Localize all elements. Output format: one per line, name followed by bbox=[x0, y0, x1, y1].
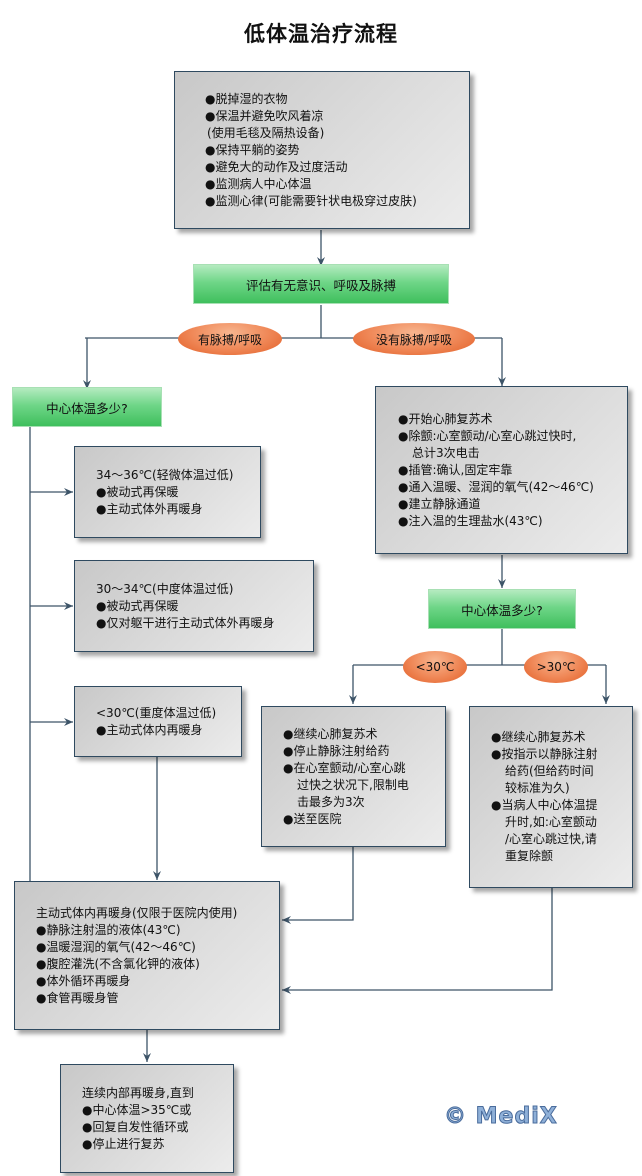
box-line: ●回复自发性循环或 bbox=[82, 1119, 189, 1134]
step-line: (使用毛毯及隔热设备) bbox=[207, 125, 325, 140]
box-line: ●注入温的生理盐水(43℃) bbox=[398, 513, 543, 528]
box-line: ●主动式体内再暖身 bbox=[96, 722, 203, 737]
box-line: ●继续心肺复苏术 bbox=[491, 730, 586, 744]
box-line: ●被动式再保暖 bbox=[96, 598, 179, 613]
box-line: 主动式体内再暖身(仅限于医院内使用) bbox=[36, 905, 238, 920]
cpr-box: ●开始心肺复苏术 ●除颤:心室颤动/心室心跳过快时, 总计3次电击 ●插管:确认… bbox=[375, 386, 628, 554]
box-line: ●通入温暖、湿润的氧气(42～46℃) bbox=[398, 479, 594, 494]
medix-watermark-logo: © MediX bbox=[444, 1104, 558, 1130]
step-line: ●保温并避免吹风着凉 bbox=[205, 108, 324, 123]
below-30-actions-box: ●继续心肺复苏术 ●停止静脉注射给药 ●在心室颤动/心室心跳 过快之状况下,限制… bbox=[261, 706, 446, 847]
box-line: 击最多为3次 bbox=[297, 794, 365, 809]
box-line: ●仅对躯干进行主动式体外再暖身 bbox=[96, 615, 275, 630]
box-line: 总计3次电击 bbox=[412, 445, 480, 460]
box-line: ●静脉注射温的液体(43℃) bbox=[36, 922, 181, 937]
connector-below30-to-internal bbox=[282, 847, 354, 924]
step-line: ●保持平躺的姿势 bbox=[205, 142, 300, 157]
box-line: ●食管再暖身管 bbox=[36, 990, 119, 1005]
box-line: 升时,如:心室颤动 bbox=[505, 815, 597, 829]
box-line: 较标准为久) bbox=[505, 781, 570, 795]
box-line: ●在心室颤动/心室心跳 bbox=[283, 760, 406, 775]
box-line: ●插管:确认,固定牢靠 bbox=[398, 462, 513, 477]
box-line: 34～36℃(轻微体温过低) bbox=[96, 467, 234, 482]
step-line: ●脱掉湿的衣物 bbox=[205, 91, 288, 106]
moderate-hypothermia-box: 30～34℃(中度体温过低) ●被动式再保暖 ●仅对躯干进行主动式体外再暖身 bbox=[74, 560, 314, 652]
box-line: /心室心跳过快,请 bbox=[505, 832, 597, 846]
box-line: ●停止静脉注射给药 bbox=[283, 743, 390, 758]
severe-hypothermia-box: <30℃(重度体温过低) ●主动式体内再暖身 bbox=[74, 686, 242, 757]
initial-steps-box: ●脱掉湿的衣物 ●保温并避免吹风着凉 (使用毛毯及隔热设备) ●保持平躺的姿势 … bbox=[174, 71, 470, 229]
step-line: ●监测心律(可能需要针状电极穿过皮肤) bbox=[205, 193, 417, 208]
box-line: ●被动式再保暖 bbox=[96, 484, 179, 499]
core-temp-left-node: 中心体温多少? bbox=[12, 387, 162, 427]
box-line: 过快之状况下,限制电 bbox=[297, 777, 409, 792]
mild-hypothermia-box: 34～36℃(轻微体温过低) ●被动式再保暖 ●主动式体外再暖身 bbox=[74, 446, 261, 538]
box-line: ●按指示以静脉注射 bbox=[491, 747, 598, 761]
box-line: ●送至医院 bbox=[283, 811, 342, 826]
connector-above30-to-internal bbox=[282, 888, 553, 994]
box-line: ●腹腔灌洗(不含氯化钾的液体) bbox=[36, 956, 200, 971]
continue-rewarming-box: 连续内部再暖身,直到 ●中心体温>35℃或 ●回复自发性循环或 ●停止进行复苏 bbox=[60, 1064, 234, 1173]
core-temp-right-node: 中心体温多少? bbox=[428, 589, 576, 629]
box-line: 给药(但给药时间 bbox=[505, 764, 594, 778]
page-title: 低体温治疗流程 bbox=[244, 22, 398, 46]
above-30-actions-box: ●继续心肺复苏术 ●按指示以静脉注射 给药(但给药时间 较标准为久) ●当病人中… bbox=[469, 706, 633, 888]
box-line: 30～34℃(中度体温过低) bbox=[96, 581, 234, 596]
branch-no-pulse-label: 没有脉搏/呼吸 bbox=[353, 323, 475, 355]
box-line: ●建立静脉通道 bbox=[398, 496, 481, 511]
branch-pulse-label: 有脉搏/呼吸 bbox=[178, 323, 282, 355]
box-line: <30℃(重度体温过低) bbox=[96, 705, 217, 720]
assess-node: 评估有无意识、呼吸及脉搏 bbox=[193, 264, 449, 304]
box-line: 重复除颤 bbox=[505, 849, 554, 863]
box-line: ●当病人中心体温提 bbox=[491, 798, 598, 812]
box-line: ●体外循环再暖身 bbox=[36, 973, 131, 988]
branch-below-30-label: <30℃ bbox=[403, 651, 467, 683]
box-line: ●停止进行复苏 bbox=[82, 1136, 165, 1151]
box-line: ●开始心肺复苏术 bbox=[398, 411, 493, 426]
internal-rewarming-box: 主动式体内再暖身(仅限于医院内使用) ●静脉注射温的液体(43℃) ●温暖湿润的… bbox=[14, 881, 280, 1030]
box-line: ●温暖湿润的氧气(42～46℃) bbox=[36, 939, 196, 954]
branch-above-30-label: >30℃ bbox=[524, 651, 588, 683]
box-line: ●继续心肺复苏术 bbox=[283, 726, 378, 741]
box-line: ●主动式体外再暖身 bbox=[96, 501, 203, 516]
step-line: ●避免大的动作及过度活动 bbox=[205, 159, 348, 174]
box-line: ●除颤:心室颤动/心室心跳过快时, bbox=[398, 428, 577, 443]
box-line: 连续内部再暖身,直到 bbox=[82, 1085, 194, 1100]
step-line: ●监测病人中心体温 bbox=[205, 176, 312, 191]
box-line: ●中心体温>35℃或 bbox=[82, 1102, 192, 1117]
